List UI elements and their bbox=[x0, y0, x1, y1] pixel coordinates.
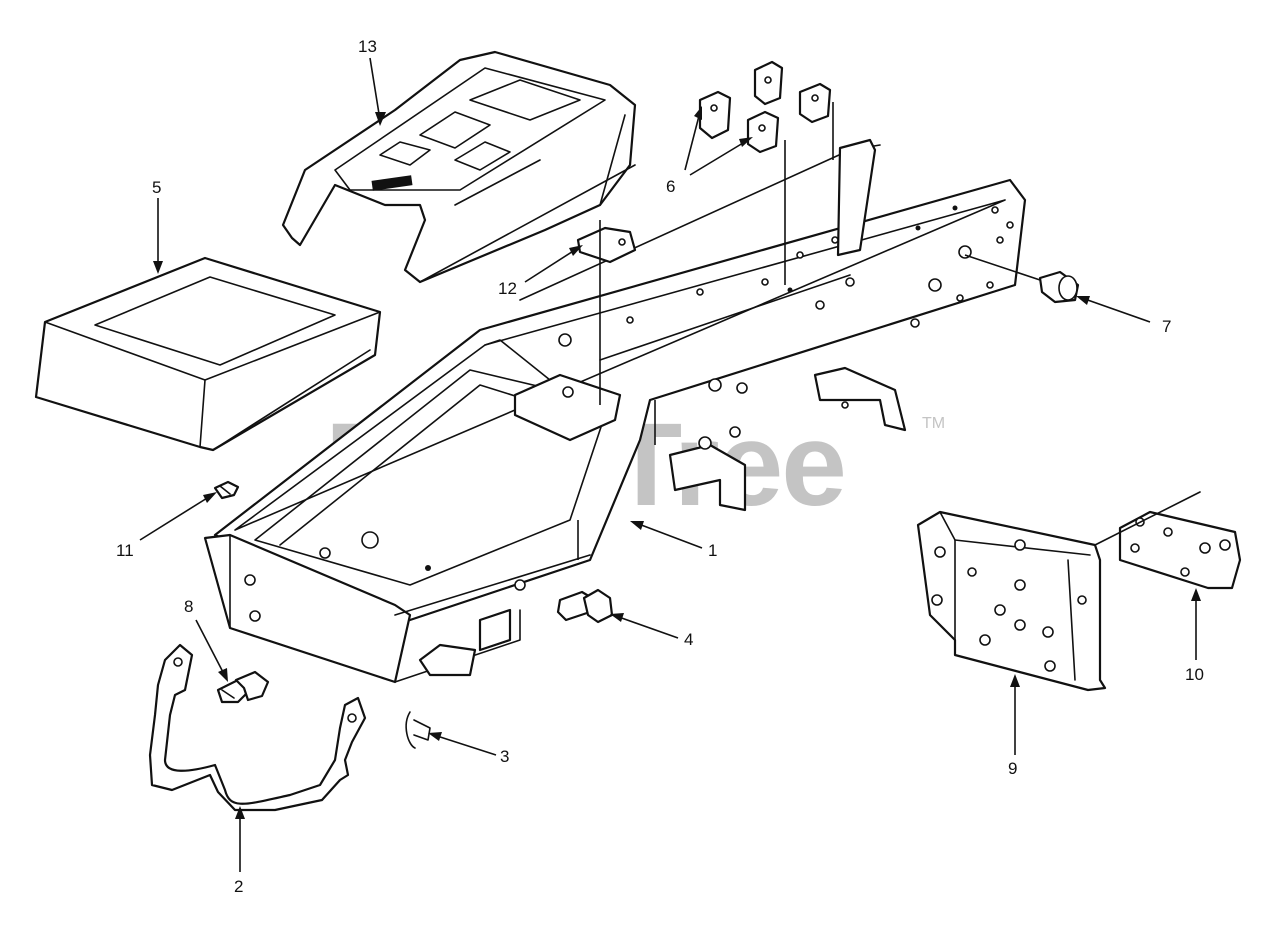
assembly-guide-lines bbox=[577, 102, 1041, 560]
part-5-cover-panel bbox=[34, 256, 382, 452]
part-1-main-frame bbox=[203, 138, 1027, 684]
callout-12: 12 bbox=[498, 279, 517, 298]
callout-labels: 13 5 6 12 7 11 1 8 4 3 2 9 10 bbox=[116, 37, 1204, 896]
part-9-mounting-plate bbox=[916, 510, 1107, 692]
part-12-bracket bbox=[576, 226, 637, 264]
part-6-clips bbox=[698, 60, 832, 154]
callout-8: 8 bbox=[184, 597, 193, 616]
callout-5: 5 bbox=[152, 178, 161, 197]
callout-1: 1 bbox=[708, 541, 717, 560]
callout-11: 11 bbox=[116, 541, 134, 560]
callout-4: 4 bbox=[684, 630, 693, 649]
part-10-side-bracket bbox=[1094, 491, 1242, 590]
part-8-bolt bbox=[216, 670, 270, 704]
callout-10: 10 bbox=[1185, 665, 1204, 684]
part-4-pin bbox=[556, 588, 614, 624]
part-13-dash-console bbox=[281, 50, 637, 284]
watermark-trademark: TM bbox=[922, 415, 945, 432]
callout-7: 7 bbox=[1162, 317, 1171, 336]
callout-13: 13 bbox=[358, 37, 377, 56]
callout-6: 6 bbox=[666, 177, 675, 196]
part-3-spring-clip bbox=[405, 711, 431, 749]
callout-leaders bbox=[139, 57, 1201, 872]
callout-3: 3 bbox=[500, 747, 509, 766]
part-11-clip bbox=[213, 480, 240, 500]
part-2-strap bbox=[148, 643, 367, 812]
callout-9: 9 bbox=[1008, 759, 1017, 778]
part-7-bushing bbox=[1038, 270, 1080, 304]
callout-2: 2 bbox=[234, 877, 243, 896]
